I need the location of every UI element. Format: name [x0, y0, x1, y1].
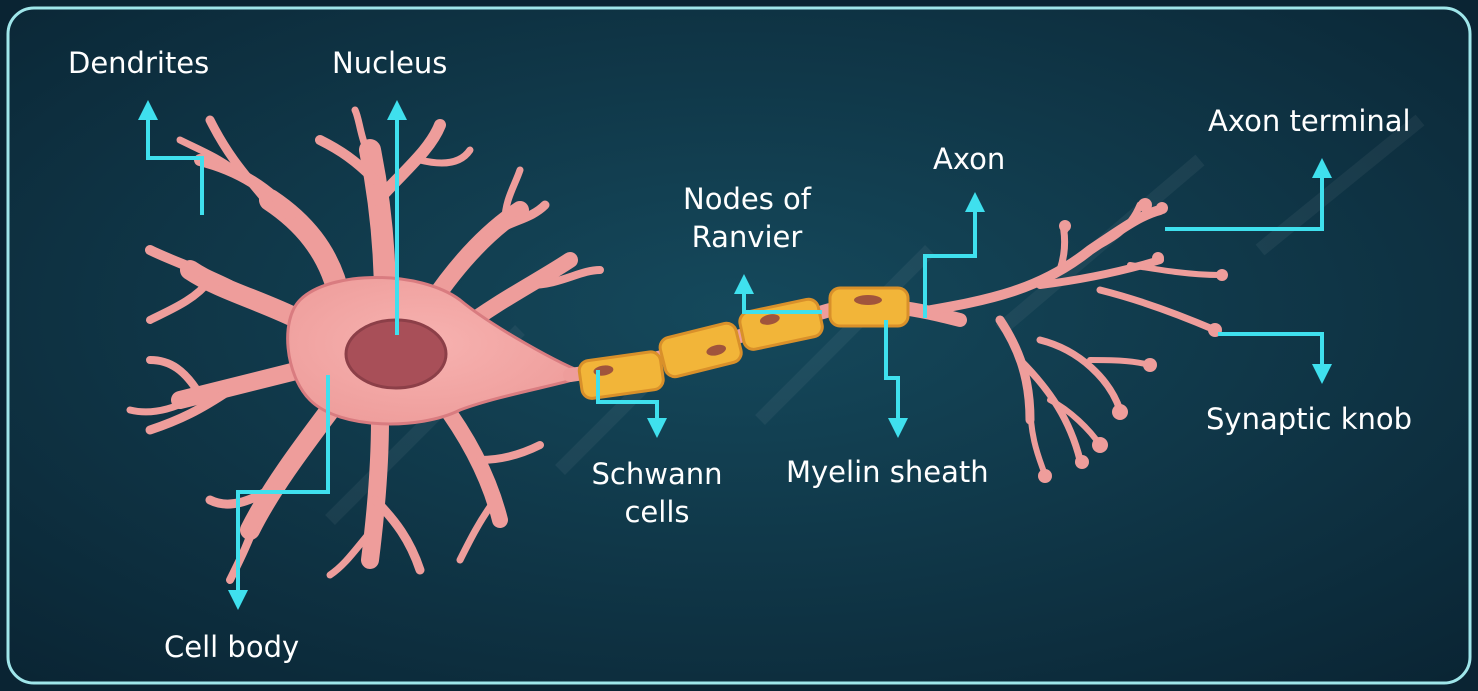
axon-terminal-label: Axon terminal: [1208, 102, 1411, 140]
axon-label: Axon: [933, 140, 1005, 178]
cell-body-label: Cell body: [164, 628, 299, 666]
dendrites-label: Dendrites: [68, 44, 209, 82]
schwann-cells-line-2: cells: [572, 493, 742, 531]
nodes-of-ranvier-line-1: Nodes of: [662, 180, 832, 218]
nodes-of-ranvier-label: Nodes of Ranvier: [662, 180, 832, 256]
nodes-of-ranvier-line-2: Ranvier: [662, 218, 832, 256]
schwann-cells-label: Schwann cells: [572, 455, 742, 531]
schwann-cells-line-1: Schwann: [572, 455, 742, 493]
synaptic-knob-label: Synaptic knob: [1206, 400, 1412, 438]
nucleus-label: Nucleus: [332, 44, 447, 82]
myelin-sheath-label: Myelin sheath: [786, 453, 989, 491]
